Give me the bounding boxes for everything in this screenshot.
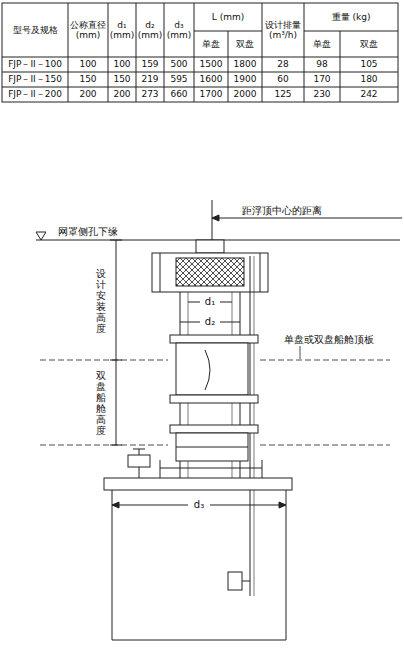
- table-cell: 595: [164, 72, 194, 87]
- leader-line: [300, 346, 301, 359]
- table-cell: 273: [136, 87, 164, 102]
- table-cell: 1600: [194, 72, 228, 87]
- table-cell: FJP－II－200: [2, 87, 68, 102]
- table-header: d₃ (mm): [164, 3, 194, 57]
- table-cell: 159: [136, 57, 164, 72]
- dimension-label: d₂: [200, 316, 220, 328]
- table-header: 双盘: [340, 31, 398, 57]
- table-header: 公称直径 (mm): [68, 3, 108, 57]
- table-cell: 180: [340, 72, 398, 87]
- table-cell: 1900: [228, 72, 262, 87]
- table-cell: 60: [262, 72, 304, 87]
- table-cell: 200: [68, 87, 108, 102]
- table-cell: 150: [68, 72, 108, 87]
- part-label: 单盘或双盘船舱顶板: [262, 334, 396, 346]
- table-cell: 1800: [228, 57, 262, 72]
- level-label: 网罩侧孔下缘: [46, 226, 130, 238]
- table-cell: 219: [136, 72, 164, 87]
- table-header: 单盘: [304, 31, 340, 57]
- table-cell: 98: [304, 57, 340, 72]
- table-cell: FJP－II－150: [2, 72, 68, 87]
- height-label: 设计安装高度: [96, 268, 106, 334]
- table-cell: 28: [262, 57, 304, 72]
- table-header: L (mm): [194, 3, 262, 31]
- table-header: d₂ (mm): [136, 3, 164, 57]
- table-cell: 170: [304, 72, 340, 87]
- table-cell: 100: [108, 57, 136, 72]
- table-header: 重量 (kg): [304, 3, 398, 31]
- table-cell: 1500: [194, 57, 228, 72]
- table-header: d₁ (mm): [108, 3, 136, 57]
- table-cell: FJP－II－100: [2, 57, 68, 72]
- table-cell: 100: [68, 57, 108, 72]
- table-header: 单盘: [194, 31, 228, 57]
- table-cell: 200: [108, 87, 136, 102]
- spec-table-grid: [2, 3, 398, 102]
- table-cell: 1700: [194, 87, 228, 102]
- drawing-lines: [36, 200, 402, 640]
- table-cell: 150: [108, 72, 136, 87]
- table-cell: 230: [304, 87, 340, 102]
- table-cell: 242: [340, 87, 398, 102]
- table-cell: 660: [164, 87, 194, 102]
- dimension-label: 距浮顶中心的距离: [222, 205, 342, 217]
- table-header: 双盘: [228, 31, 262, 57]
- dimension-label: d₃: [188, 499, 210, 511]
- table-header: 型号及规格: [2, 3, 68, 57]
- table-cell: 2000: [228, 87, 262, 102]
- table-cell: 500: [164, 57, 194, 72]
- table-header: 设计排量 (m³/h): [262, 3, 304, 57]
- table-cell: 105: [340, 57, 398, 72]
- table-cell: 125: [262, 87, 304, 102]
- deck-lines: [40, 360, 390, 445]
- height-label: 双盘船舱高度: [96, 370, 106, 436]
- dimension-label: d₁: [200, 296, 220, 308]
